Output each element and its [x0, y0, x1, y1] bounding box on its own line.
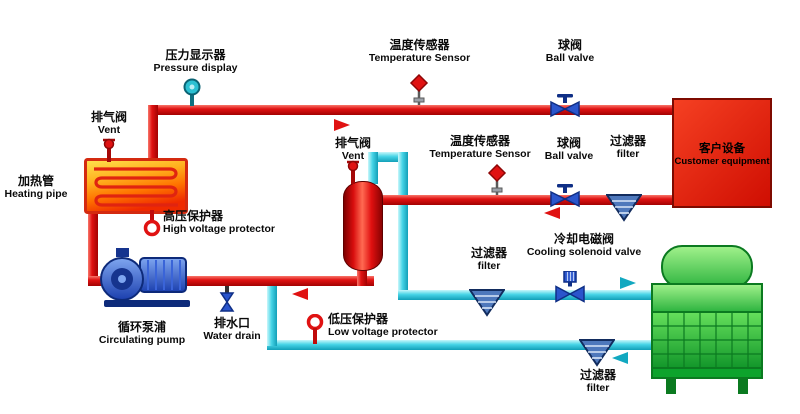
cold-pipe-return-vertical [267, 284, 277, 346]
customer-equipment-box: 客户设备 Customer equipment [672, 98, 772, 208]
flow-arrow-left-icon [292, 288, 308, 300]
label-en: filter [477, 260, 501, 273]
ball-valve-icon [550, 94, 580, 118]
heating-tank [343, 181, 383, 271]
label-en: Heating pipe [4, 188, 68, 201]
label-en: Vent [97, 124, 121, 137]
label-en: Vent [341, 150, 365, 163]
label-zh: 排气阀 [90, 110, 127, 124]
label-ball-valve-return: 球阀 Ball valve [538, 136, 600, 163]
label-circulating-pump: 循环泵浦 Circulating pump [82, 320, 202, 347]
label-zh: 加热管 [17, 174, 54, 188]
cooling-solenoid-valve-icon [555, 271, 585, 303]
flow-arrow-left-icon [544, 207, 560, 219]
low-voltage-protector-icon [306, 314, 324, 344]
label-cooling-solenoid-valve: 冷却电磁阀 Cooling solenoid valve [520, 232, 648, 259]
label-zh: 排气阀 [334, 136, 371, 150]
label-en: High voltage protector [163, 223, 276, 236]
label-water-drain: 排水口 Water drain [194, 316, 270, 343]
label-zh: 温度传感器 [449, 134, 510, 148]
label-zh: 球阀 [557, 38, 582, 52]
ball-valve-icon [550, 184, 580, 208]
label-en: Water drain [203, 330, 261, 343]
label-heating-pipe: 加热管 Heating pipe [0, 174, 72, 201]
cold-pipe-to-tower [398, 290, 658, 300]
label-zh: 温度传感器 [389, 38, 450, 52]
label-temperature-sensor-return: 温度传感器 Temperature Sensor [426, 134, 534, 161]
hot-pipe-supply-top [148, 105, 672, 115]
label-zh: 过滤器 [609, 134, 646, 148]
high-voltage-protector-icon [143, 210, 161, 237]
flow-arrow-right-icon [334, 119, 350, 131]
label-zh: 过滤器 [579, 368, 616, 382]
flow-arrow-right-icon [620, 277, 636, 289]
hot-pipe-heater-riser [148, 105, 158, 163]
vent-valve-icon [347, 160, 359, 184]
cold-pipe-main-vertical [398, 152, 408, 300]
flow-arrow-left-icon [612, 352, 628, 364]
label-filter-tower: 过滤器 filter [568, 368, 628, 395]
cold-pipe-tank-elbow [368, 152, 408, 162]
label-zh: 冷却电磁阀 [553, 232, 614, 246]
filter-icon [579, 339, 615, 367]
vent-valve-icon [103, 138, 115, 162]
temperature-sensor-icon [487, 164, 507, 195]
label-en: Ball valve [545, 52, 595, 65]
pressure-gauge-icon [183, 78, 201, 106]
label-zh: 低压保护器 [328, 312, 389, 326]
label-en: Ball valve [544, 150, 594, 163]
label-zh: 高压保护器 [163, 209, 224, 223]
cold-pipe-tank-top [368, 152, 378, 184]
heating-pipe-icon [84, 158, 188, 214]
hot-pipe-return [374, 195, 672, 205]
hot-pipe-pump-line [88, 276, 374, 286]
filter-icon [469, 289, 505, 317]
label-zh: 球阀 [556, 136, 581, 150]
cooling-tower-icon [651, 245, 763, 394]
label-en: Circulating pump [98, 334, 186, 347]
circulating-pump-icon [100, 248, 190, 307]
cold-pipe-from-tower [267, 340, 659, 350]
label-en: Pressure display [153, 62, 238, 75]
label-en: filter [586, 382, 610, 395]
label-en: Low voltage protector [328, 326, 438, 339]
label-zh: 循环泵浦 [117, 320, 166, 334]
label-zh: 压力显示器 [165, 48, 226, 62]
water-drain-valve-icon [219, 286, 235, 312]
label-pressure-display: 压力显示器 Pressure display [138, 48, 253, 75]
label-zh: 过滤器 [470, 246, 507, 260]
label-filter-cooling: 过滤器 filter [460, 246, 518, 273]
label-en: Cooling solenoid valve [526, 246, 642, 259]
label-filter-return: 过滤器 filter [600, 134, 656, 161]
label-temperature-sensor-top: 温度传感器 Temperature Sensor [362, 38, 477, 65]
filter-icon [606, 194, 642, 222]
label-high-voltage-protector: 高压保护器 High voltage protector [163, 209, 303, 236]
label-ball-valve-top: 球阀 Ball valve [532, 38, 608, 65]
label-en: filter [616, 148, 640, 161]
temperature-sensor-icon [409, 74, 429, 105]
label-vent-tank: 排气阀 Vent [322, 136, 384, 163]
hot-pipe-heater-down [88, 210, 98, 286]
label-zh: 排水口 [213, 316, 250, 330]
customer-equipment-label-zh: 客户设备 [699, 142, 745, 155]
label-vent-left: 排气阀 Vent [78, 110, 140, 137]
label-en: Temperature Sensor [429, 148, 531, 161]
label-en: Temperature Sensor [368, 52, 471, 65]
customer-equipment-label-en: Customer equipment [674, 155, 770, 167]
label-low-voltage-protector: 低压保护器 Low voltage protector [328, 312, 446, 339]
